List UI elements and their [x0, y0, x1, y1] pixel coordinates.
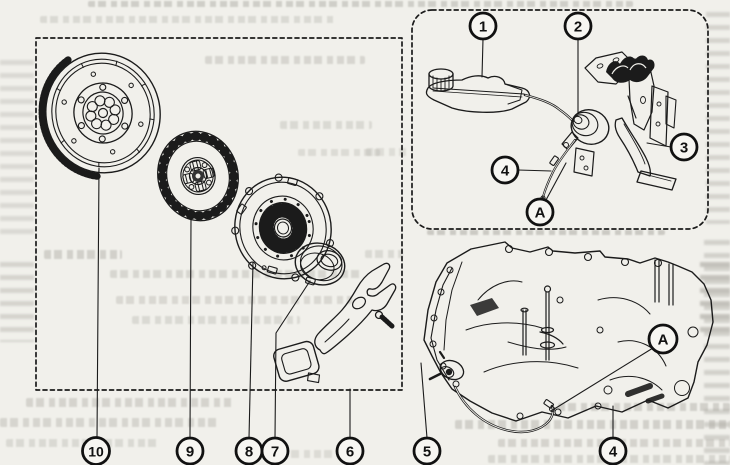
bleed-text	[6, 439, 158, 447]
clutch-pedal	[614, 95, 677, 191]
callout-label: 6	[346, 443, 354, 460]
reservoir-hose	[523, 93, 575, 123]
callout-7: 7	[260, 436, 290, 465]
hydraulics-leader-lines	[481, 38, 672, 201]
bleed-text	[0, 418, 218, 427]
hydraulics-panel-border	[411, 9, 709, 230]
pressure-plate	[231, 173, 335, 282]
release-bearing	[294, 242, 346, 286]
callout-label: 5	[423, 443, 431, 460]
bleed-text	[558, 403, 730, 411]
bleed-text-column	[0, 60, 34, 240]
callout-label: 8	[245, 443, 253, 460]
flywheel-hub-plate	[73, 82, 133, 144]
callout-2: 2	[563, 11, 593, 41]
bleed-text	[44, 250, 122, 259]
bleed-text	[26, 398, 234, 407]
case-details	[516, 296, 699, 420]
bleed-text	[455, 420, 730, 429]
callout-A-gearbox: A	[647, 323, 679, 355]
guide-pins	[654, 259, 674, 306]
bleed-text	[280, 121, 372, 129]
bleed-text	[205, 56, 365, 64]
callout-label: 1	[479, 18, 487, 35]
bleed-text	[248, 450, 340, 458]
fork-pivot-hole	[351, 296, 367, 310]
callout-label: 4	[609, 443, 618, 460]
friction-pad-segments	[157, 131, 239, 221]
bleed-text	[366, 148, 408, 156]
callout-6: 6	[335, 436, 365, 465]
diaphragm-fingers	[258, 202, 308, 254]
fork-boot	[273, 340, 321, 384]
case-ribs	[465, 280, 667, 391]
clutch-kit-panel-border	[35, 37, 403, 391]
bleed-text	[132, 316, 300, 324]
callout-3: 3	[669, 132, 699, 162]
bleed-text	[40, 16, 335, 23]
pedal-pad	[636, 170, 677, 191]
clutch-master-cylinder	[561, 109, 610, 177]
cover-lugs	[231, 173, 335, 282]
callout-label: 10	[88, 443, 104, 459]
bleed-hose	[453, 385, 555, 434]
callout-label: A	[535, 204, 546, 221]
kit-leader-lines	[96, 167, 351, 439]
callout-4-gearbox: 4	[598, 436, 628, 465]
ring-gear-teeth	[38, 56, 101, 180]
mount-bracket	[470, 298, 499, 316]
bleed-text-column	[706, 12, 730, 224]
callout-4-hydraulics: 4	[490, 155, 520, 185]
clutch-disc	[157, 130, 239, 222]
slave-cylinder	[428, 350, 465, 381]
bellhousing-flange	[430, 267, 453, 381]
callout-label: 7	[271, 443, 279, 460]
callout-A-hydraulics: A	[525, 197, 555, 227]
callout-label: 4	[501, 162, 510, 179]
callout-label: A	[658, 332, 669, 349]
bleed-nipple	[438, 350, 446, 360]
master-cylinder-pipe	[540, 138, 577, 201]
callout-label: 3	[680, 139, 688, 156]
pedal-return-spring	[606, 55, 655, 83]
flywheel	[38, 52, 161, 180]
bleed-text-column	[700, 262, 730, 334]
flange-bolts	[429, 266, 460, 388]
bleed-text	[427, 230, 665, 235]
gearbox	[423, 241, 714, 434]
bleed-text	[110, 270, 362, 278]
rivet-dots	[158, 132, 238, 220]
bleed-text	[116, 296, 352, 304]
bearing-tab	[305, 276, 316, 286]
bleed-text-column	[0, 262, 34, 342]
callout-1: 1	[468, 11, 498, 41]
bleed-text	[298, 149, 380, 156]
release-fork	[314, 262, 397, 355]
callout-8: 8	[234, 436, 264, 465]
callout-9: 9	[175, 436, 205, 465]
callout-label: 2	[574, 18, 582, 35]
callout-5: 5	[412, 436, 442, 465]
callout-label: 9	[186, 443, 194, 460]
flywheel-bolt-holes	[85, 95, 121, 131]
top-cover-bolts	[504, 244, 663, 268]
pivot-bolt	[374, 310, 396, 330]
selector-shafts	[520, 285, 564, 361]
callout-10: 10	[81, 436, 111, 465]
bleed-text	[365, 250, 403, 258]
bleed-text	[88, 1, 633, 7]
fluid-reservoir	[425, 68, 531, 113]
gearbox-leader-lines	[420, 347, 654, 439]
